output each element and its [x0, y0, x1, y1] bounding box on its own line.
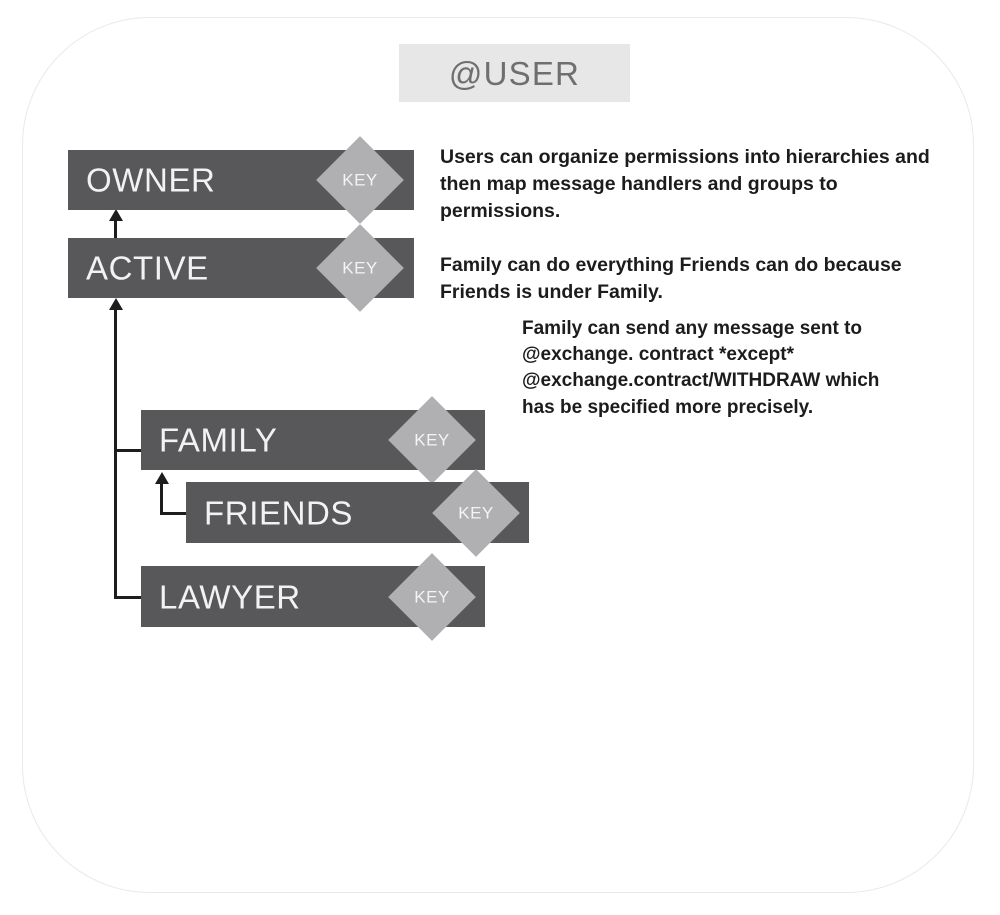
- connector-friends-arrowhead: [155, 472, 169, 484]
- connector-friends-vertical: [160, 484, 163, 514]
- note-paragraph-3: Family can send any message sent to @exc…: [522, 318, 880, 418]
- connector-active-to-owner-arrowhead: [109, 209, 123, 221]
- note-paragraph-1: Users can organize permissions into hier…: [440, 146, 930, 222]
- permission-bar-owner[interactable]: OWNER KEY: [68, 136, 414, 224]
- key-diamond-label-friends: KEY: [458, 503, 494, 522]
- connector-lawyer-branch: [114, 596, 143, 599]
- key-diamond-label-lawyer: KEY: [414, 587, 450, 606]
- connector-active-to-owner-stem: [114, 220, 117, 238]
- permission-label-owner: OWNER: [86, 161, 216, 199]
- permission-label-active: ACTIVE: [86, 249, 209, 287]
- permission-bar-friends[interactable]: FRIENDS KEY: [186, 468, 529, 557]
- connector-friends-horizontal: [160, 512, 188, 515]
- connector-family-branch: [114, 449, 143, 452]
- page-title: @USER: [448, 54, 581, 92]
- key-diamond-label-owner: KEY: [342, 170, 378, 190]
- header-chip: @USER: [399, 44, 630, 102]
- permission-label-lawyer: LAWYER: [159, 578, 301, 615]
- connector-trunk-arrowhead: [109, 298, 123, 310]
- permission-bar-family[interactable]: FAMILY KEY: [141, 396, 485, 484]
- permission-bar-lawyer[interactable]: LAWYER KEY: [141, 552, 485, 641]
- connector-trunk-vertical: [114, 310, 117, 598]
- key-diamond-label-active: KEY: [342, 258, 378, 278]
- permission-bar-active[interactable]: ACTIVE KEY: [68, 224, 414, 312]
- permission-label-friends: FRIENDS: [204, 494, 354, 531]
- bottom-caption: [180, 903, 740, 914]
- key-diamond-label-family: KEY: [414, 430, 450, 450]
- note-paragraph-2: Family can do everything Friends can do …: [440, 254, 902, 303]
- permission-label-family: FAMILY: [159, 421, 278, 459]
